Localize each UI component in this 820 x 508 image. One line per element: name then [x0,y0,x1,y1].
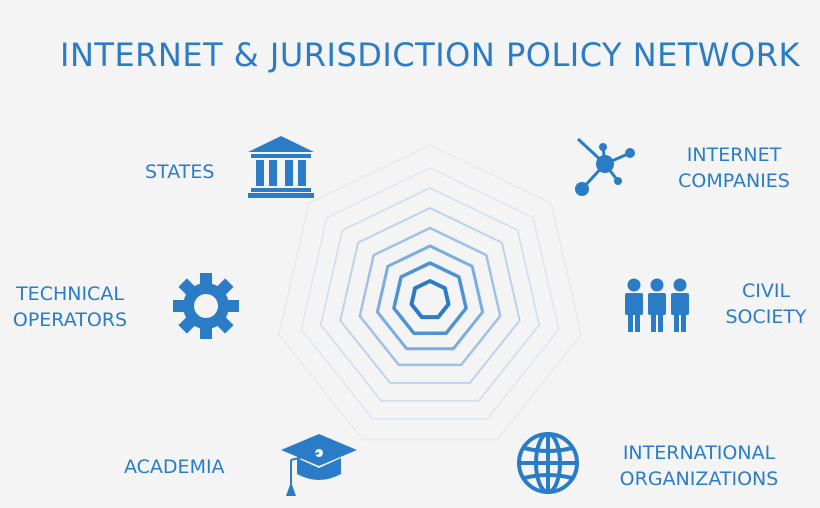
building-icon [248,136,314,198]
label-states-line-1: STATES [145,161,215,183]
heptagon-ring-6 [375,244,485,351]
label-technical-operators-line-2: OPERATORS [12,309,128,331]
heptagon-ring-1 [278,144,582,441]
label-civil-society: CIVIL SOCIETY [706,278,820,330]
heptagon-ring-2 [300,167,560,420]
label-international-organizations-line-1: INTERNATIONAL [622,442,776,464]
network-nodes-icon [575,137,635,196]
label-internet-companies: INTERNET COMPANIES [664,142,804,194]
label-international-organizations-line-2: ORGANIZATIONS [619,468,779,490]
label-internet-companies-line-2: COMPANIES [678,170,790,192]
heptagon-ring-3 [319,187,541,402]
globe-icon [517,432,579,494]
heptagon-rings [278,144,582,441]
label-technical-operators: TECHNICAL OPERATORS [0,281,140,333]
label-international-organizations: INTERNATIONAL ORGANIZATIONS [604,440,794,492]
heptagon-ring-8 [409,279,451,320]
page-title: INTERNET & JURISDICTION POLICY NETWORK [60,36,800,74]
gear-icon [173,273,239,339]
label-academia-line-1: ACADEMIA [124,456,225,478]
label-academia: ACADEMIA [124,454,225,480]
heptagon-ring-5 [358,226,502,367]
label-states: STATES [145,159,214,185]
heptagon-ring-7 [392,261,468,336]
label-technical-operators-line-1: TECHNICAL [16,283,124,305]
label-civil-society-line-2: SOCIETY [725,306,807,328]
label-civil-society-line-1: CIVIL [741,280,791,302]
label-internet-companies-line-1: INTERNET [686,144,782,166]
people-icon [625,278,689,332]
graduation-cap-icon [281,434,357,496]
heptagon-ring-4 [339,207,521,384]
